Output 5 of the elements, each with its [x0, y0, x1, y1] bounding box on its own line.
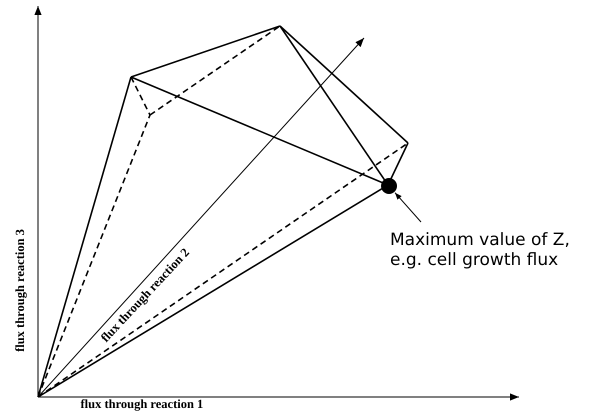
axis-label: flux through reaction 1 — [80, 398, 204, 410]
leader-line — [394, 192, 422, 222]
annotation-text: Maximum value of Z, e.g. cell growth flux — [390, 230, 595, 270]
axis-label: flux through reaction 3 — [13, 228, 26, 352]
maximum-point-dot — [381, 178, 397, 194]
